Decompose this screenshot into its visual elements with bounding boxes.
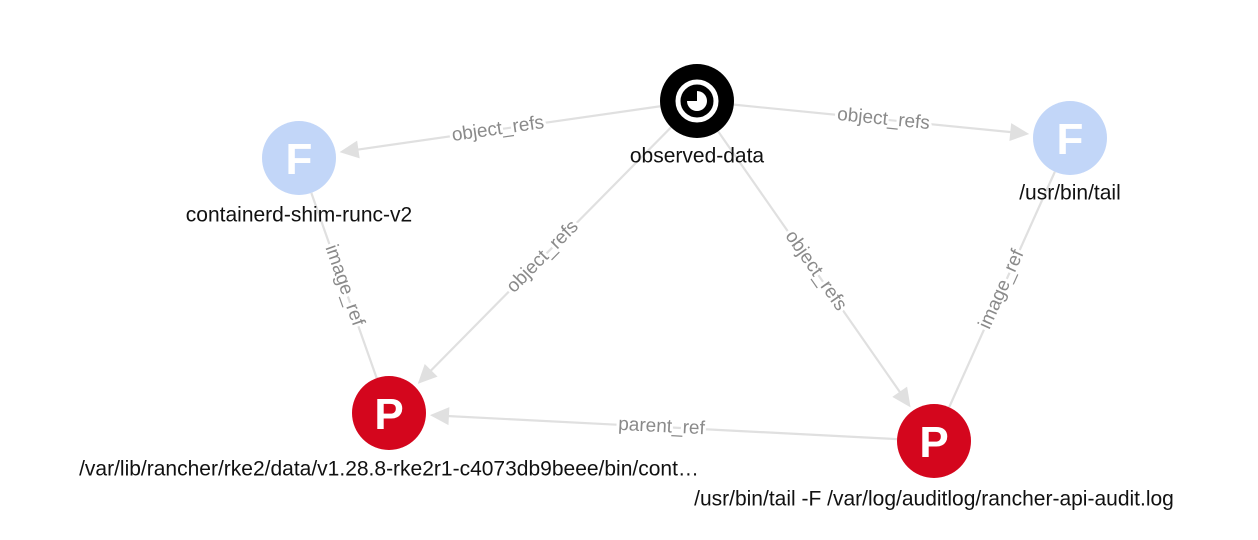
edge-label: image_ref: [320, 242, 368, 329]
node-proc1[interactable]: P/var/lib/rancher/rke2/data/v1.28.8-rke2…: [79, 376, 699, 481]
node-label: containerd-shim-runc-v2: [186, 204, 412, 227]
edge-label-halo: parent_ref: [618, 414, 706, 439]
node-label: /var/lib/rancher/rke2/data/v1.28.8-rke2r…: [79, 458, 699, 481]
edge-label: object_refs: [836, 104, 931, 134]
edge-line: [717, 130, 902, 395]
arrow-head-icon: [417, 363, 438, 384]
node-label: observed-data: [630, 145, 765, 168]
edge-line: [948, 171, 1056, 408]
edge-label: parent_ref: [618, 414, 706, 439]
arrow-head-icon: [892, 386, 911, 408]
node-observed[interactable]: observed-data: [630, 64, 765, 168]
edge-label: object_refs: [450, 112, 545, 146]
node-circle: [352, 376, 426, 450]
arrow-head-icon: [1009, 123, 1030, 142]
edge-line: [310, 192, 378, 379]
arrow-head-icon: [339, 140, 360, 159]
node-proc2[interactable]: P/usr/bin/tail -F /var/log/auditlog/ranc…: [694, 404, 1174, 511]
node-label: /usr/bin/tail: [1019, 182, 1121, 205]
file-icon: F: [1057, 115, 1084, 164]
process-icon: P: [374, 390, 403, 439]
node-circle: [262, 121, 336, 195]
nodes-layer: observed-dataFcontainerd-shim-runc-v2F/u…: [79, 64, 1174, 511]
node-circle: [897, 404, 971, 478]
node-tailfile[interactable]: F/usr/bin/tail: [1019, 101, 1121, 205]
edge-line: [733, 103, 1013, 134]
edge-line: [356, 105, 661, 151]
edge-label: object_refs: [503, 216, 583, 297]
edge-line: [428, 126, 672, 373]
file-icon: F: [286, 135, 313, 184]
observed-data-icon: [675, 79, 719, 123]
edge-line: [446, 414, 898, 441]
edge-label: object_refs: [781, 227, 851, 315]
arrow-head-icon: [429, 407, 450, 426]
node-label: /usr/bin/tail -F /var/log/auditlog/ranch…: [694, 488, 1174, 511]
process-icon: P: [919, 418, 948, 467]
edge-label: image_ref: [975, 246, 1029, 332]
node-circle: [1033, 101, 1107, 175]
